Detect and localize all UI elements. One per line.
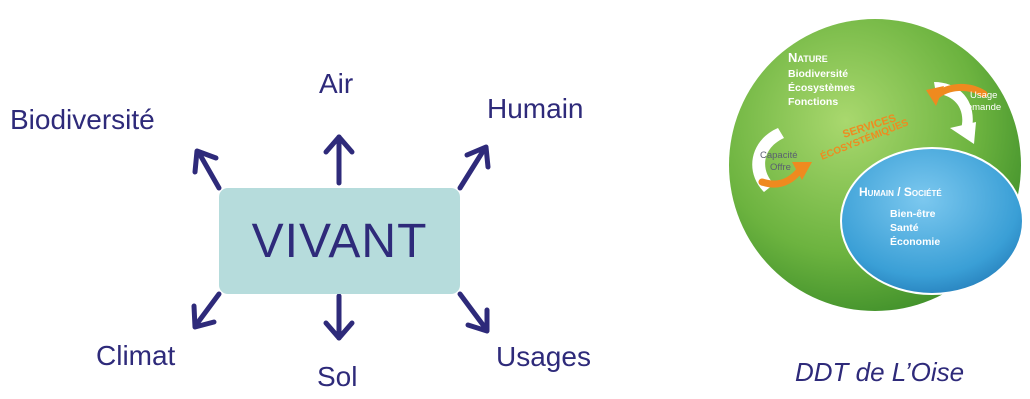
arrow-biodiversite — [192, 148, 222, 191]
arrow-climat — [191, 291, 222, 330]
node-air: Air — [319, 68, 354, 99]
node-climat: Climat — [96, 340, 176, 371]
humain-item: Santé — [890, 222, 919, 234]
services-arrow-left-head-icon — [792, 162, 812, 180]
node-biodiversite: Biodiversité — [10, 104, 155, 135]
node-humain: Humain — [487, 93, 584, 124]
humain-item: Économie — [890, 235, 940, 248]
center-box: VIVANT — [219, 188, 460, 294]
capacite-arrow-icon — [752, 128, 784, 192]
usage-arrow-icon — [934, 82, 973, 136]
capacite-label-2: Offre — [770, 162, 791, 173]
humain-ellipse — [840, 147, 1024, 295]
nature-item: Biodiversité — [788, 68, 848, 80]
nature-item: Écosystèmes — [788, 81, 855, 94]
arrow-humain — [457, 144, 491, 191]
node-sol: Sol — [317, 361, 358, 392]
services-arrow-right-head-icon — [926, 86, 944, 106]
ecosystem-services-figure: Nature Biodiversité Écosystèmes Fonction… — [729, 19, 1024, 311]
arrow-usages — [457, 291, 490, 334]
arrow-sol — [323, 293, 355, 341]
arrow-air — [323, 134, 355, 186]
nature-title: Nature — [788, 50, 828, 65]
humain-item: Bien-être — [890, 208, 936, 220]
usage-arrow-head-icon — [950, 122, 976, 144]
credit-caption: DDT de L’Oise — [795, 357, 965, 387]
node-usages: Usages — [496, 341, 591, 372]
humain-title: Humain / Société — [859, 185, 942, 199]
usage-label: Usage — [970, 90, 997, 101]
usage-label-2: Demande — [960, 102, 1001, 113]
nature-item: Fonctions — [788, 96, 838, 108]
center-label: VIVANT — [251, 214, 428, 268]
capacite-label: Capacité — [760, 150, 798, 161]
